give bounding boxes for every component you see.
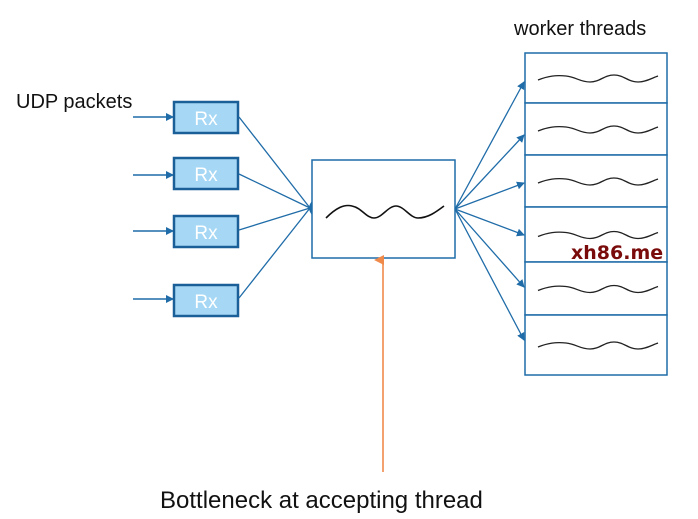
thread-wave-icon (537, 125, 659, 134)
fanout-arrow (454, 181, 525, 210)
fanout-arrow (454, 208, 525, 237)
worker-thread-row (524, 52, 668, 104)
connector-line (238, 173, 311, 209)
caption: Bottleneck at accepting thread (160, 487, 483, 514)
thread-wave-icon (537, 341, 659, 350)
connector-line (238, 207, 311, 299)
thread-wave-icon (537, 177, 659, 186)
rx-box: Rx (172, 156, 240, 191)
thread-wave-icon (537, 230, 659, 240)
fanout-arrow (454, 208, 525, 288)
thread-wave-icon (537, 74, 659, 83)
rx-label: Rx (194, 165, 218, 186)
fanout-arrow (454, 81, 525, 210)
rx-box: Rx (172, 100, 240, 135)
fanout-arrow (454, 208, 525, 341)
rx-label: Rx (194, 109, 218, 130)
rx-to-accept-lines (238, 116, 311, 299)
worker-thread-row (524, 261, 668, 316)
connector-line (238, 207, 311, 231)
thread-wave-icon (537, 284, 659, 294)
fanout-arrow (454, 134, 525, 210)
accept-to-worker-arrows (454, 81, 525, 341)
udp-packets-label: UDP packets (16, 91, 132, 113)
worker-thread-row (524, 314, 668, 376)
worker-thread-row (524, 206, 668, 263)
thread-wave-icon (325, 204, 445, 219)
rx-label: Rx (194, 223, 218, 244)
rx-label: Rx (194, 292, 218, 313)
rx-box: Rx (172, 283, 240, 318)
accepting-thread-box (311, 159, 456, 259)
connector-line (238, 116, 311, 209)
input-arrows (133, 113, 174, 303)
worker-thread-row (524, 102, 668, 156)
worker-threads-label: worker threads (513, 18, 646, 40)
rx-box: Rx (172, 214, 240, 249)
worker-thread-row (524, 154, 668, 208)
watermark: xh86.me (571, 242, 663, 264)
worker-stack (524, 52, 668, 376)
